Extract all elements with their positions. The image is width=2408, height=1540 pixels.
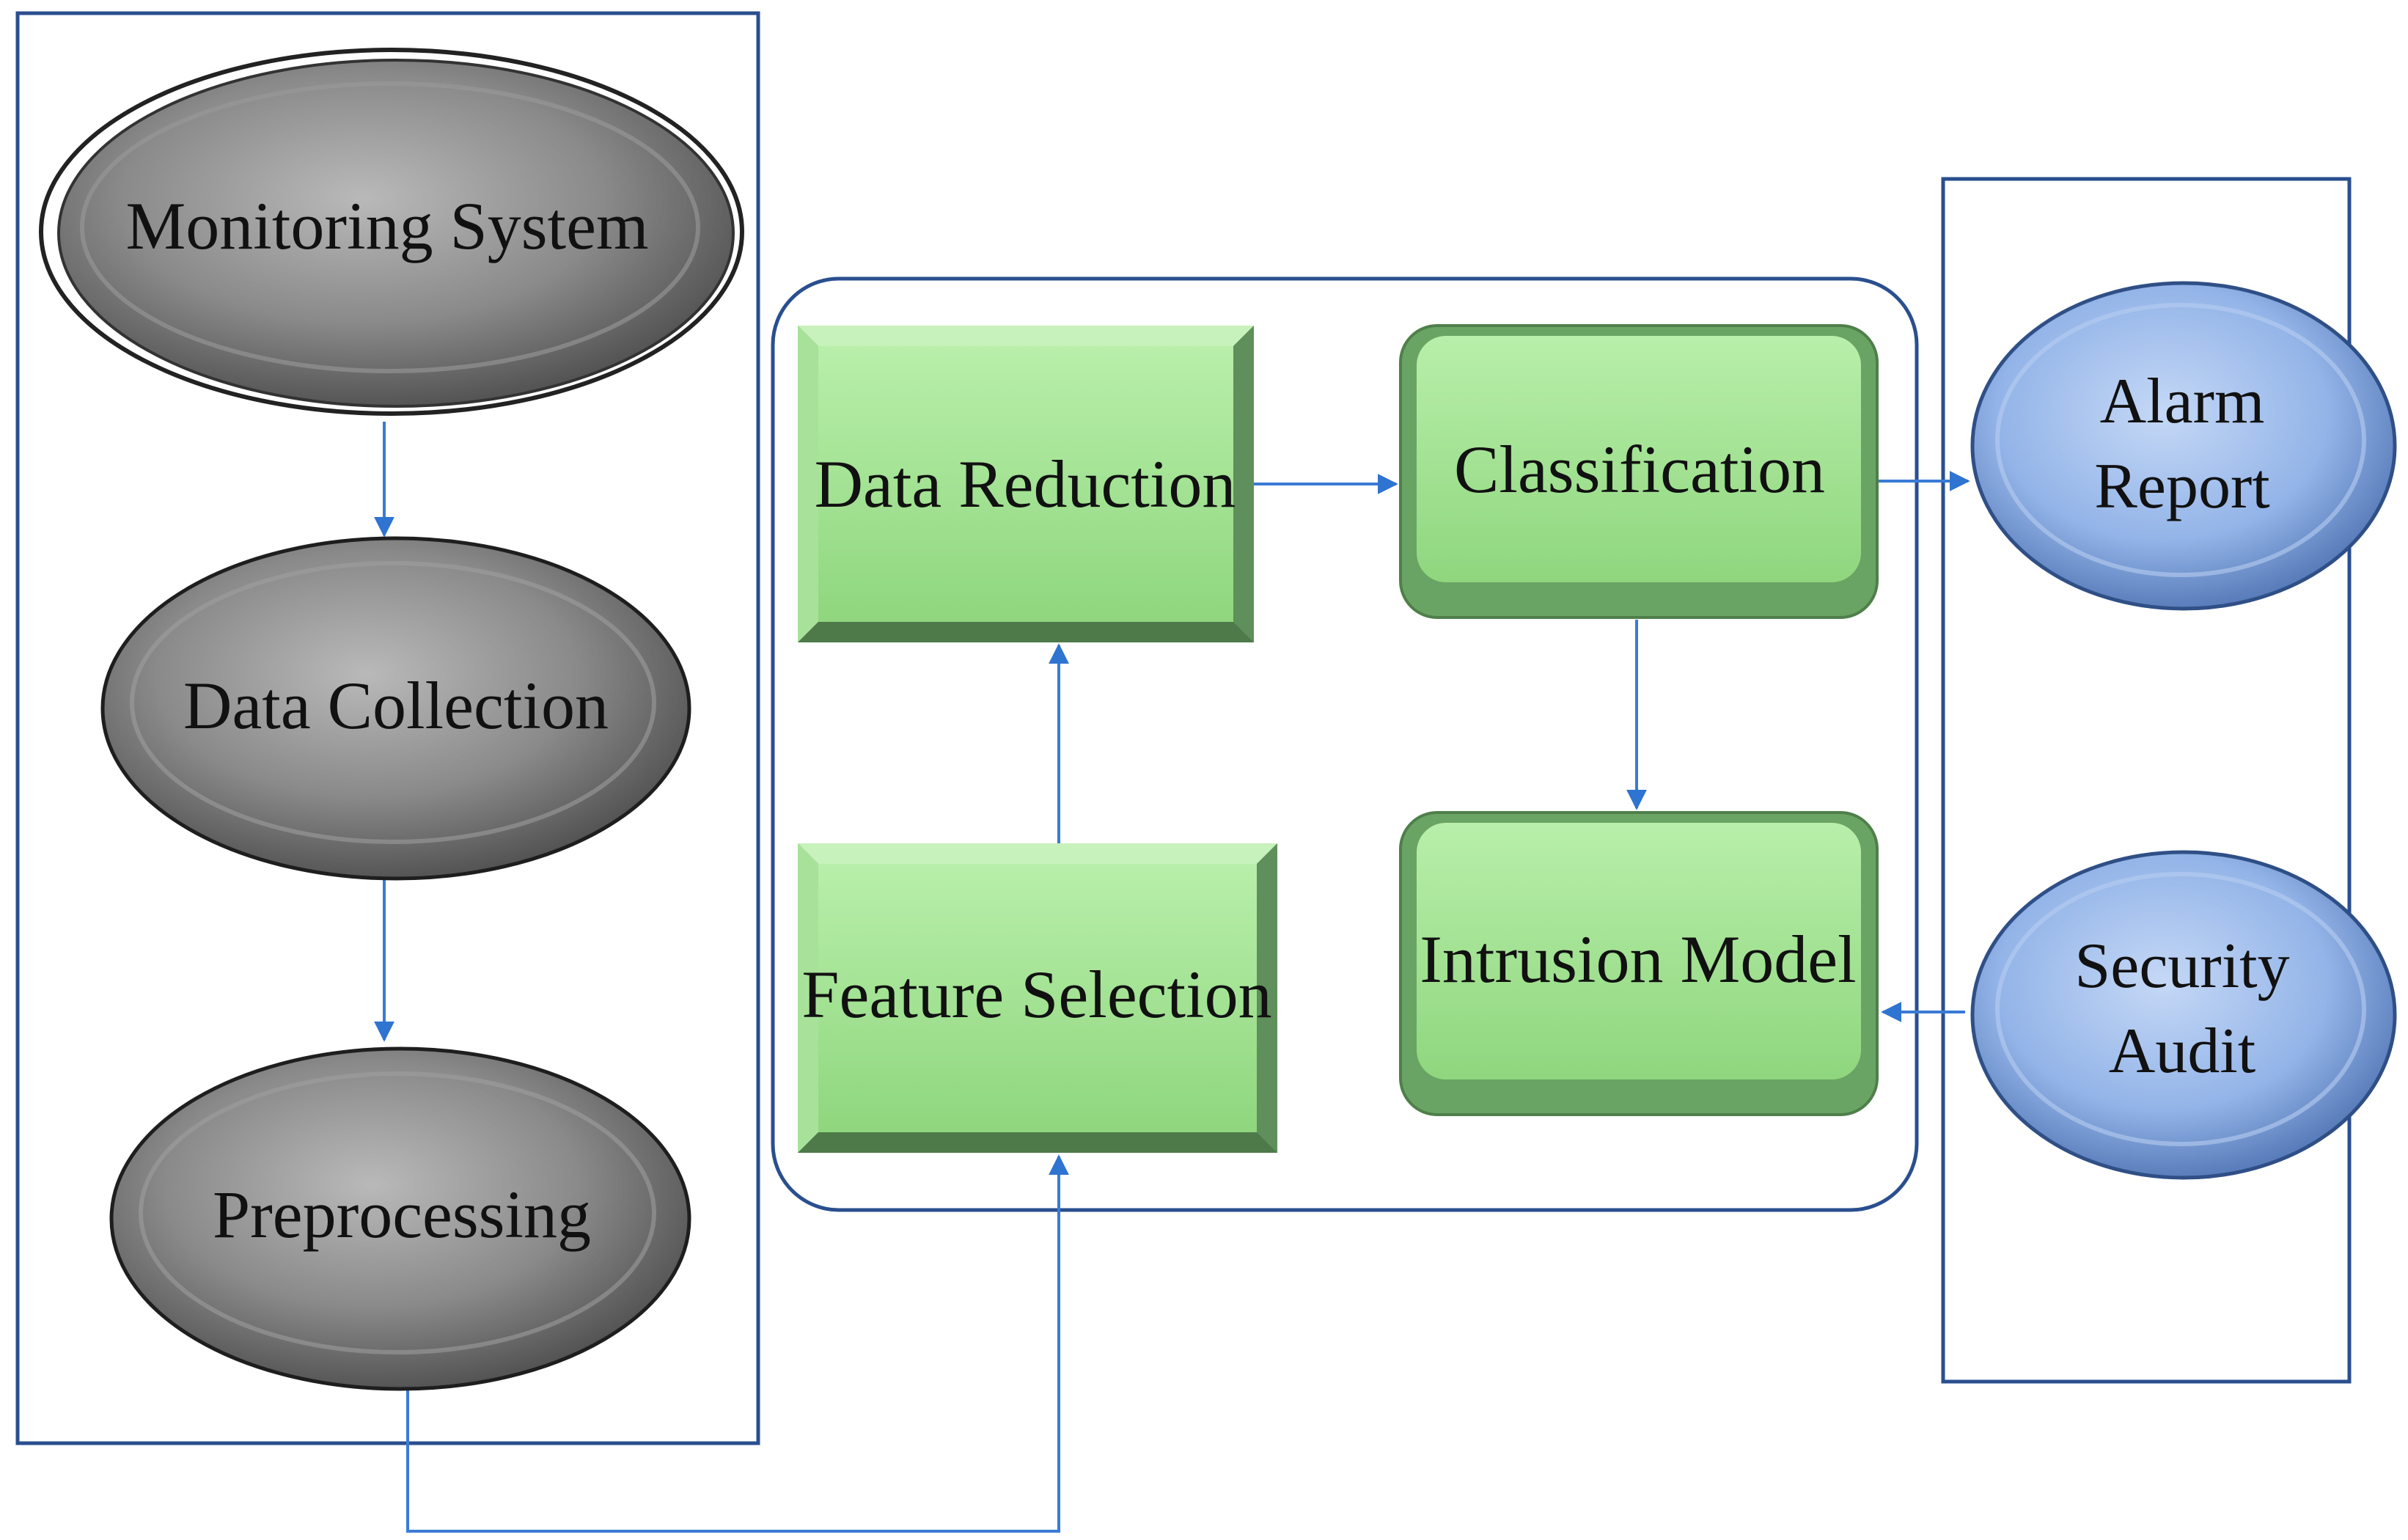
feature-selection-label: Feature Selection [801, 957, 1271, 1032]
node-security-audit: Security Audit [1970, 850, 2397, 1180]
alarm-report-label-line1: Alarm [2100, 366, 2265, 437]
right-frame [1941, 177, 2352, 1384]
node-alarm-report: Alarm Report [1970, 281, 2397, 611]
node-classification: Classification [1399, 324, 1879, 619]
classification-label: Classification [1454, 432, 1825, 507]
edge-preprocessing-to-feature-selection [406, 1154, 1069, 1533]
monitoring-system-label: Monitoring System [125, 188, 648, 263]
node-data-collection: Data Collection [100, 536, 691, 881]
security-audit-label-line2: Audit [2109, 1016, 2255, 1087]
alarm-report-label-line2: Report [2094, 451, 2270, 522]
connectors [374, 422, 1970, 1533]
intrusion-model-label: Intrusion Model [1420, 922, 1856, 997]
left-frame [15, 11, 760, 1445]
node-intrusion-model: Intrusion Model [1399, 811, 1879, 1116]
middle-frame [771, 276, 1919, 1212]
node-feature-selection: Feature Selection [798, 843, 1277, 1153]
data-collection-label: Data Collection [183, 668, 609, 743]
data-reduction-label: Data Reduction [815, 447, 1236, 521]
node-data-reduction: Data Reduction [798, 326, 1254, 642]
preprocessing-label: Preprocessing [213, 1177, 591, 1252]
security-audit-label-line1: Security [2074, 931, 2289, 1002]
node-preprocessing: Preprocessing [109, 1046, 691, 1391]
node-monitoring-system: Monitoring System [39, 48, 744, 416]
